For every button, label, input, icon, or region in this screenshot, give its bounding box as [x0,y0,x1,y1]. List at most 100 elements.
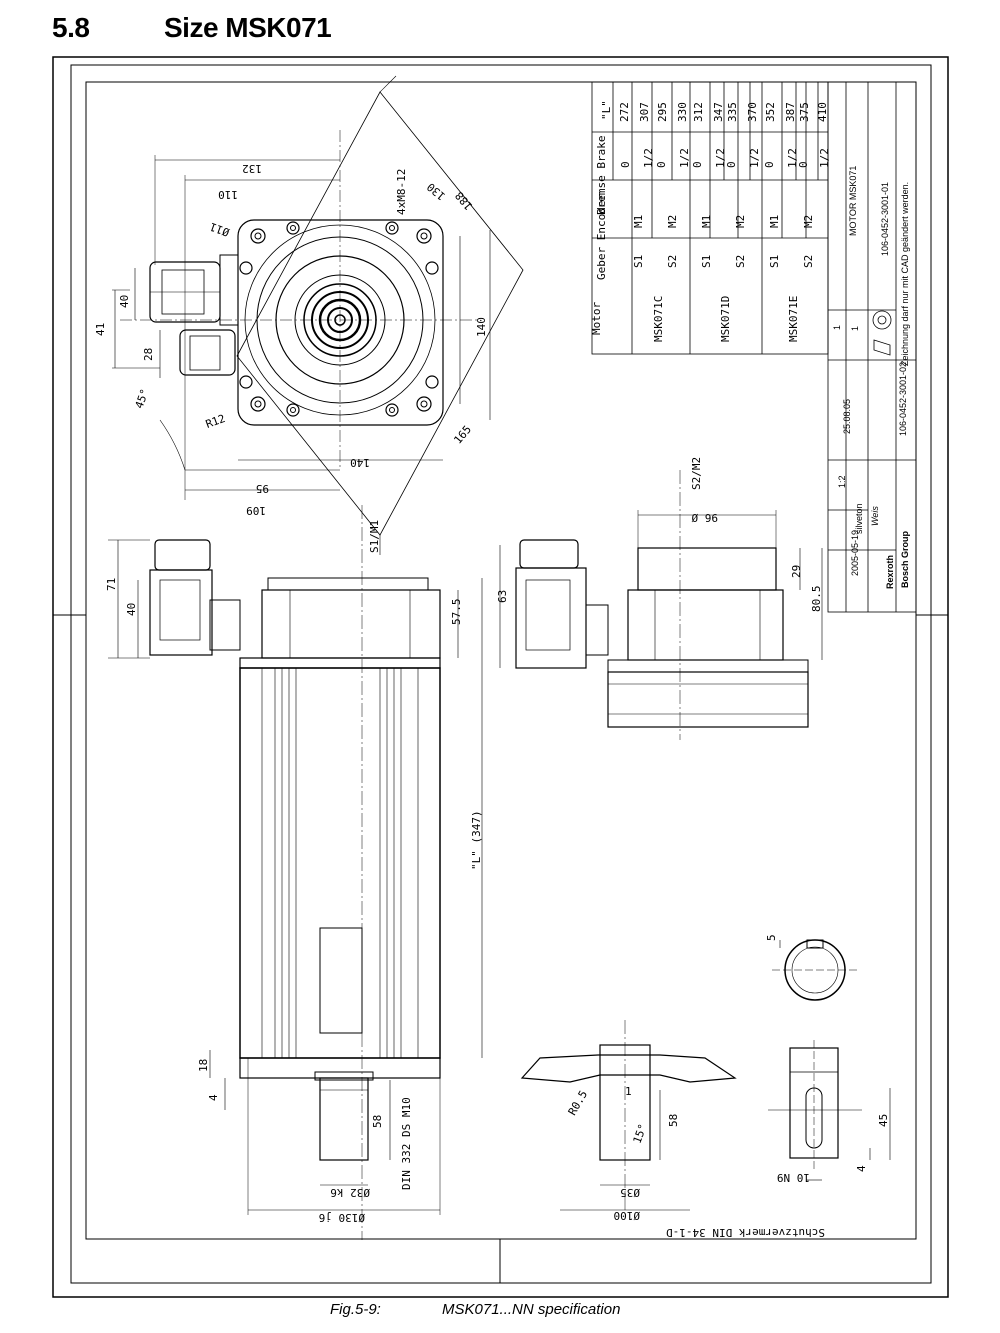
dim-flange-130: Ø130 j6 [319,1211,365,1224]
table-len-410: 410 [816,102,829,122]
s2-view [499,470,823,740]
dim-140-horizontal: 140 [350,456,370,469]
dim-35: Ø35 [620,1186,640,1199]
title-revision-ref: 106-0452-3001-02 [898,362,908,436]
table-len-272: 272 [618,102,631,122]
dim-57-5: 57.5 [450,599,463,626]
flange-section [520,1020,737,1211]
title-designation: MOTOR MSK071 [848,166,858,236]
dim-140-vertical: 140 [475,317,488,337]
table-len-375: 375 [798,102,811,122]
table-brake-8: 0 [763,161,776,168]
view-label-s1: S1/M1 [368,520,381,553]
inner-frame [70,64,932,1284]
dim-63: 63 [496,590,509,603]
table-brake-1: 1/2 [642,148,655,168]
table-motor-c: MSK071C [652,296,665,342]
side-view [108,505,483,1240]
table-len-295: 295 [656,102,669,122]
table-len-387: 387 [784,102,797,122]
table-type-m2-d: M2 [734,215,747,228]
table-enc-s1-c: S1 [632,255,645,268]
dim-45-key: 45 [877,1114,890,1127]
view-label-s2: S2/M2 [690,457,703,490]
table-header-length: "L" [600,100,613,120]
table-len-347: 347 [712,102,725,122]
dim-58-bore: 58 [667,1114,680,1127]
dim-100: Ø100 [614,1209,641,1222]
table-brake-6: 0 [725,161,738,168]
brand-group: Bosch Group [900,530,910,588]
dim-r0-5: R0.5 [566,1088,591,1117]
title-revision-date: 25.08.05 [842,399,852,434]
figure-caption: Fig.5-9: MSK071...NN specification [330,1301,620,1318]
table-type-m1-d: M1 [700,215,713,228]
dim-41: 41 [94,323,107,336]
figure-text: MSK071...NN specification [442,1301,621,1318]
table-enc-s1-e: S1 [768,255,781,268]
title-drawing-number: 106-0452-3001-01 [880,182,890,256]
drawing-border [85,81,917,1240]
section-heading: 5.8 Size MSK071 [52,8,332,48]
key-section [772,939,860,1001]
figure-label: Fig.5-9: [330,1301,381,1318]
dim-29: 29 [790,565,803,578]
table-enc-s1-d: S1 [700,255,713,268]
table-brake-9: 1/2 [786,148,799,168]
dim-40-side: 40 [125,603,138,616]
dim-110: 110 [218,188,238,201]
dim-109: 109 [246,504,266,517]
dim-130: 130 [424,180,448,203]
dim-45-deg: 45° [133,387,152,410]
table-len-370: 370 [746,102,759,122]
title-sheet: 1 [832,325,842,330]
table-header-motor: Motor [590,302,603,335]
dim-95: 95 [256,482,269,495]
standard-note: Schutzvermerk DIN 34-1-D [666,1226,825,1239]
dim-shaft-32: Ø32 k6 [330,1186,370,1199]
table-brake-5: 1/2 [714,148,727,168]
dim-71: 71 [105,578,118,591]
dim-4-key: 4 [855,1165,868,1172]
brand-logo: Rexroth [885,555,895,589]
dim-4-side: 4 [207,1094,220,1101]
dim-132: 132 [242,162,262,175]
table-len-352: 352 [764,102,777,122]
title-block [827,81,917,613]
table-type-m1-c: M1 [632,215,645,228]
dim-r12: R12 [204,412,227,431]
table-brake-10: 0 [797,161,810,168]
title-name: silveton [854,503,864,534]
dim-1: 1 [625,1085,632,1098]
section-number: 5.8 [52,12,90,43]
dim-28: 28 [142,348,155,361]
table-motor-d: MSK071D [719,296,732,342]
title-sheets: 1 [850,326,860,331]
dim-10-n9: 10 N9 [777,1171,810,1184]
table-type-m2-c: M2 [666,215,679,228]
dim-4xm8: 4xM8-12 [395,169,408,215]
table-len-335: 335 [726,102,739,122]
table-enc-s2-d: S2 [734,255,747,268]
dim-58-shaft: 58 [371,1115,384,1128]
table-enc-s2-e: S2 [802,255,815,268]
keyway-view [768,1040,891,1181]
title-date: 2005-05-19 [850,530,860,576]
table-motor-e: MSK071E [787,296,800,342]
dim-188: 188 [453,189,476,213]
dim-40-top: 40 [118,295,131,308]
table-brake-7: 1/2 [748,148,761,168]
table-len-312: 312 [692,102,705,122]
dim-15-deg: 15° [631,1122,650,1145]
dim-80-5: 80.5 [810,586,823,613]
length-label: "L" (347) [470,810,483,870]
dim-hole-11: Ø11 [208,220,231,239]
outer-frame [52,56,949,1298]
table-len-330: 330 [676,102,689,122]
table-header-encoder: Geber Encoder [595,194,608,280]
table-len-307: 307 [638,102,651,122]
dim-96: 96 Ø [691,511,718,524]
table-brake-0: 0 [619,161,632,168]
dim-5: 5 [765,934,778,941]
